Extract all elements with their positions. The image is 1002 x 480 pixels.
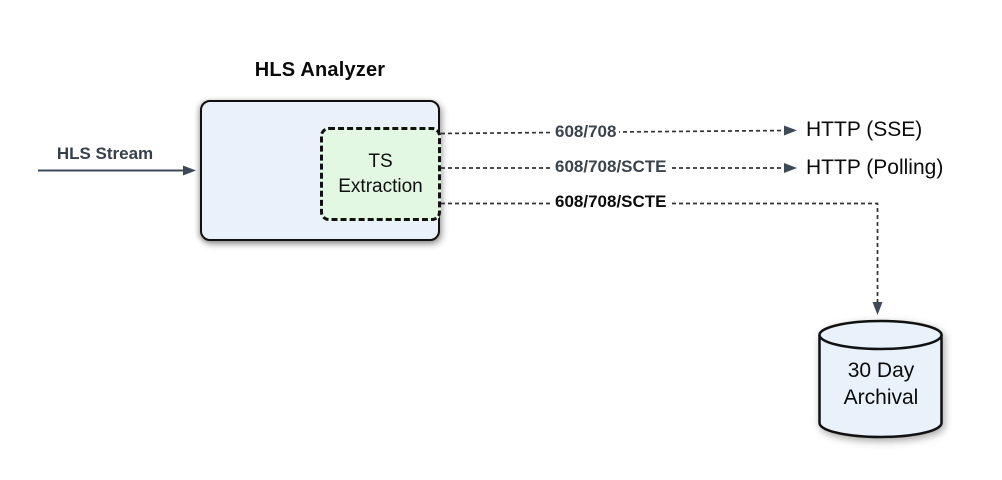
diagram-title: HLS Analyzer [254, 59, 386, 81]
flow-label-608-708: 608/708 [552, 122, 620, 142]
endpoint-http-sse: HTTP (SSE) [806, 118, 923, 141]
ts-extraction-label: TS Extraction [338, 151, 423, 197]
endpoint-http-polling: HTTP (Polling) [806, 156, 944, 179]
connector-archive [441, 202, 883, 315]
hls-stream-label: HLS Stream [56, 144, 154, 163]
archive-cylinder [818, 319, 943, 439]
flow-label-608-708-scte-polling: 608/708/SCTE [552, 157, 670, 177]
connector-sse [440, 125, 797, 136]
flow-label-608-708-scte-archive: 608/708/SCTE [552, 192, 670, 212]
archive-label: 30 Day Archival [843, 359, 919, 409]
ts-extraction-box: TS Extraction [320, 127, 441, 221]
